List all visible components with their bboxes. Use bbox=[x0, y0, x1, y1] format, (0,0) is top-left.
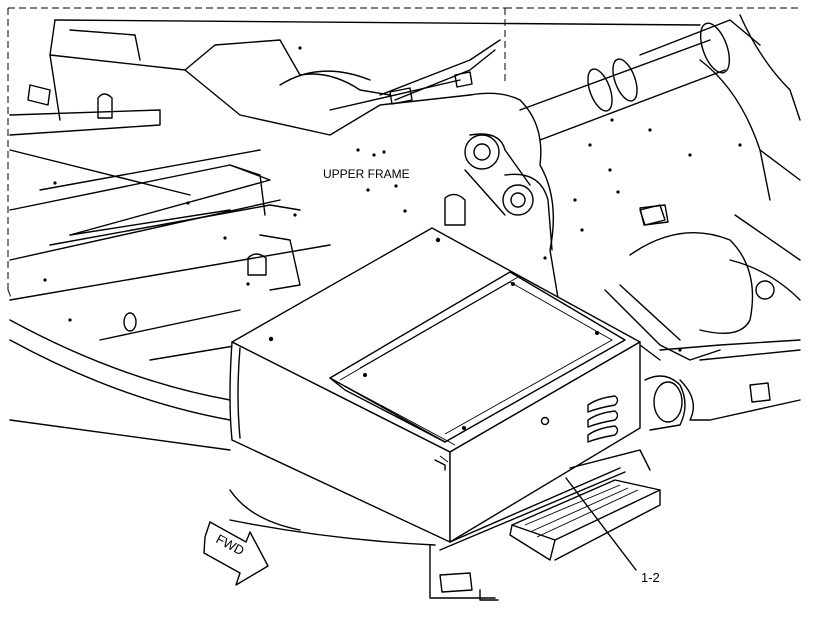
step-plate bbox=[509, 449, 661, 561]
battery-box bbox=[229, 227, 641, 551]
callout-leader bbox=[565, 477, 637, 571]
upper-frame-label: UPPER FRAME bbox=[323, 167, 410, 181]
callout-label: 1-2 bbox=[641, 570, 660, 585]
upper-frame-outline bbox=[7, 7, 800, 301]
lower-frame bbox=[9, 109, 499, 601]
right-linkage bbox=[604, 214, 801, 431]
upper-mechanism bbox=[27, 14, 801, 226]
bolt-holes bbox=[43, 46, 742, 352]
fwd-arrow: FWD bbox=[203, 521, 269, 586]
